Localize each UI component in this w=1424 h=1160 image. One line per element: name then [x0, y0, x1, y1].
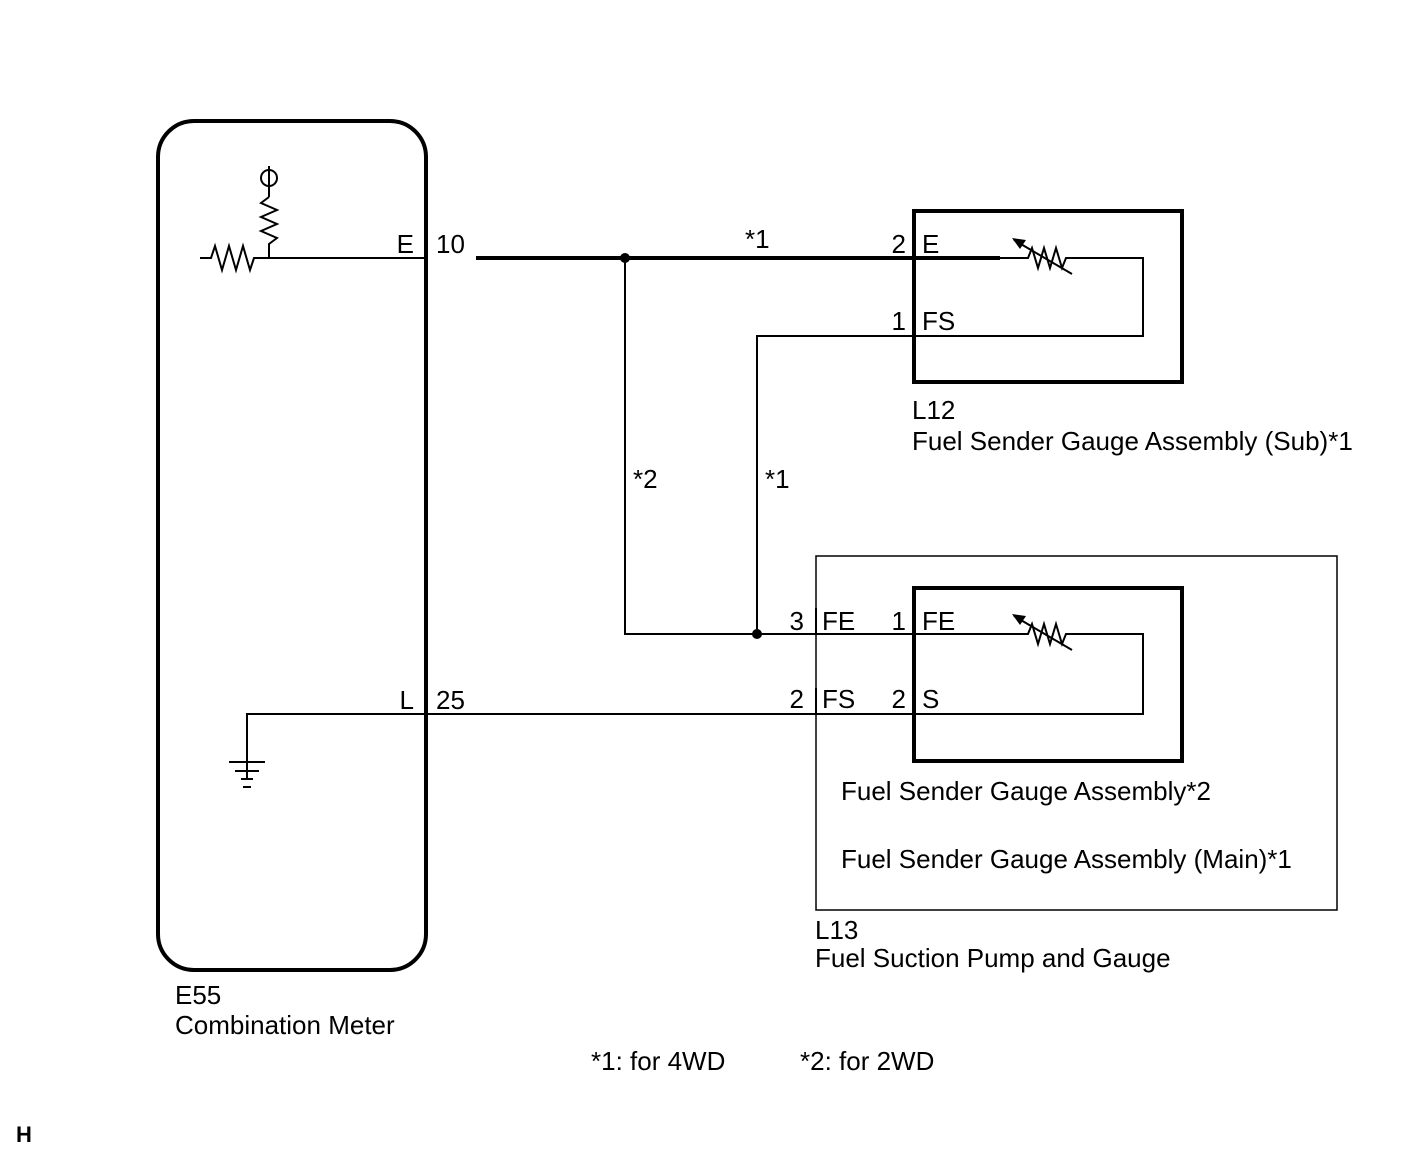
wire-note-top: *1 — [745, 224, 770, 254]
l13-fs-label: FS — [822, 684, 855, 714]
wire-fs-sub — [756, 335, 914, 634]
splice-point-bottom — [752, 629, 762, 639]
ground-icon — [229, 761, 265, 788]
meter-l-pin: 25 — [436, 685, 465, 715]
pump-gauge-connector: L13 — [815, 915, 858, 945]
footnote-4wd: *1: for 4WD — [591, 1046, 725, 1076]
corner-mark: H — [16, 1122, 32, 1147]
main-variable-resistor-icon — [914, 614, 1144, 715]
main-gauge-box — [912, 586, 1184, 763]
sub-gauge-box — [912, 209, 1184, 384]
wire-l-line — [246, 713, 914, 780]
sub-gauge-connector: L12 — [912, 395, 955, 425]
l13-fs-pin: 2 — [790, 684, 804, 714]
pullup-resistor-icon — [258, 166, 280, 258]
meter-name: Combination Meter — [175, 1010, 395, 1040]
meter-l-label: L — [400, 685, 414, 715]
wire-note-left: *2 — [633, 464, 658, 494]
sub-e-label: E — [922, 229, 939, 259]
sub-e-pin: 2 — [892, 229, 906, 259]
meter-e-label: E — [397, 229, 414, 259]
sub-gauge-name: Fuel Sender Gauge Assembly (Sub)*1 — [912, 426, 1353, 456]
l13-fe-label: FE — [822, 606, 855, 636]
main-gauge-name-4wd: Fuel Sender Gauge Assembly (Main)*1 — [841, 844, 1292, 874]
main-gauge-name-2wd: Fuel Sender Gauge Assembly*2 — [841, 776, 1211, 806]
l13-fe-pin: 3 — [790, 606, 804, 636]
pump-gauge-outer-box — [815, 555, 1338, 911]
main-fe-label: FE — [922, 606, 955, 636]
meter-connector: E55 — [175, 980, 221, 1010]
pin-separators — [425, 232, 915, 714]
main-fe-pin: 1 — [892, 606, 906, 636]
sub-fs-label: FS — [922, 306, 955, 336]
wire-fe-line — [624, 258, 914, 635]
meter-e-pin: 10 — [436, 229, 465, 259]
pump-gauge-name: Fuel Suction Pump and Gauge — [815, 943, 1171, 973]
combination-meter-box — [156, 119, 428, 972]
main-s-label: S — [922, 684, 939, 714]
wire-note-right: *1 — [765, 464, 790, 494]
sub-variable-resistor-icon — [914, 238, 1144, 337]
sub-fs-pin: 1 — [892, 306, 906, 336]
meter-resistor-icon — [200, 242, 426, 274]
main-s-pin: 2 — [892, 684, 906, 714]
footnote-2wd: *2: for 2WD — [800, 1046, 934, 1076]
